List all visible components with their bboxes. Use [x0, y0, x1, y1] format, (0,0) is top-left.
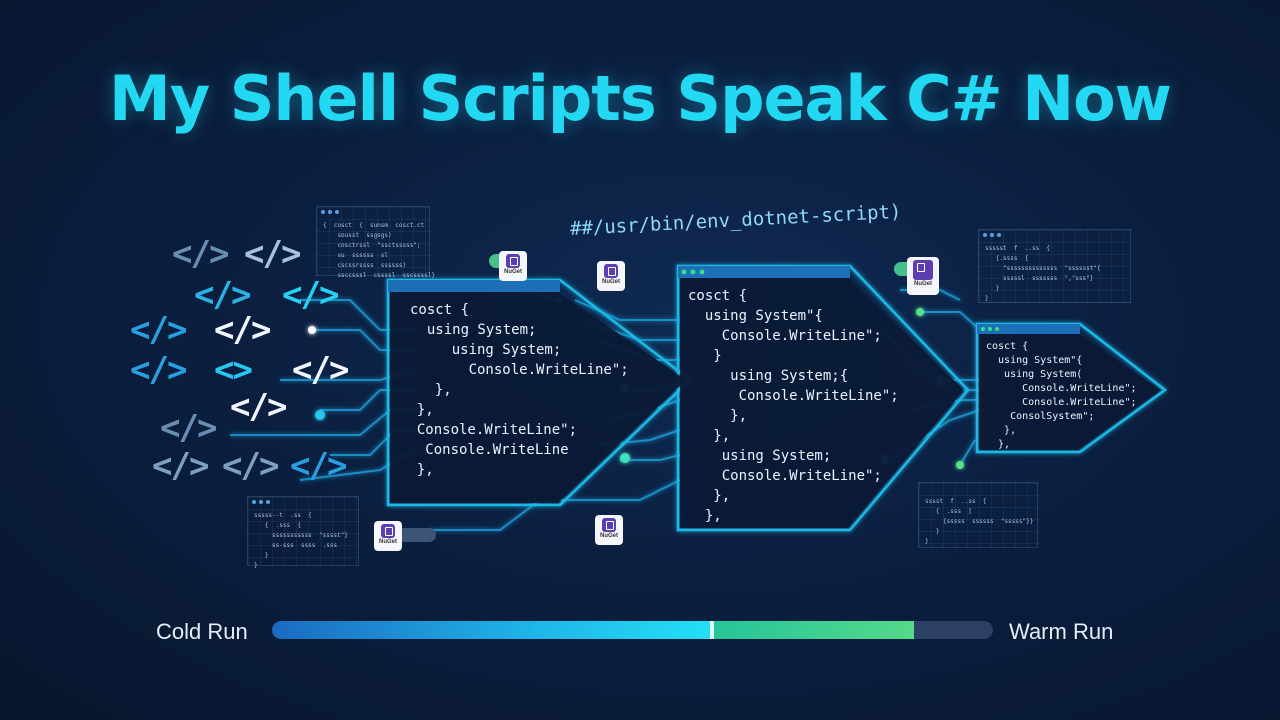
code-line: cosct { — [410, 302, 470, 318]
code-line: using System; — [410, 322, 537, 338]
code-line: Console.WriteLine — [400, 442, 569, 458]
code-tag-icon: </> — [244, 234, 301, 274]
panel-title-bars — [388, 266, 1080, 334]
panel-fills — [390, 278, 1161, 528]
code-line: Console.WriteLine"; — [986, 383, 1137, 394]
run-progress-bar — [272, 621, 993, 639]
nuget-logo-icon — [506, 254, 520, 268]
circuit-traces-left — [230, 299, 416, 481]
nuget-logo-icon — [381, 524, 395, 538]
mini-code-text: sssss--t .ss { { .sss { sssssssssss "sss… — [254, 512, 348, 569]
cold-run-fill — [272, 621, 712, 639]
nuget-label: NuGet — [379, 539, 397, 545]
window-dots — [321, 210, 339, 214]
code-line: using System"{ — [986, 355, 1083, 366]
window-dots — [983, 233, 1001, 237]
code-line: using System( — [986, 369, 1083, 380]
code-line: }, — [418, 382, 452, 398]
nuget-label: NuGet — [914, 281, 932, 287]
code-panel-3: cosct { using System"{ using System( Con… — [986, 340, 1137, 452]
code-line: Console.WriteLine"; — [688, 328, 882, 344]
nuget-label: NuGet — [602, 279, 620, 285]
code-line: }, — [688, 508, 722, 524]
nuget-logo-icon — [604, 264, 618, 278]
nuget-icon: NuGet — [597, 261, 625, 291]
code-line: } — [688, 348, 722, 364]
nuget-logo-icon — [913, 260, 933, 280]
code-tag-icon: </> — [130, 350, 187, 390]
code-tag-icon: <> — [214, 350, 253, 390]
code-line: }, — [688, 408, 748, 424]
code-tag-icon: </> — [214, 310, 271, 350]
code-tag-icon: </> — [222, 446, 279, 486]
mini-code-text: { cosct { sunsm cosct.ct sousst ssgsgs) … — [323, 222, 435, 279]
code-tag-icon: </> — [152, 446, 209, 486]
mini-code-window: sssst f ..ss { { .sss [ {sssss ssssss "s… — [918, 482, 1038, 548]
code-line: }, — [986, 425, 1017, 436]
code-line: cosct { — [688, 288, 748, 304]
code-panel-1: cosct { using System; using System; Cons… — [400, 300, 629, 480]
nuget-icon: NuGet — [374, 521, 402, 551]
code-line: Console.WriteLine"; — [986, 397, 1137, 408]
code-line: using System; — [418, 342, 562, 358]
code-line: ConsolSystem"; — [986, 411, 1095, 422]
code-tag-icon: </> — [172, 234, 229, 274]
mini-code-window: { cosct { sunsm cosct.ct sousst ssgsgs) … — [316, 206, 435, 279]
code-tag-icon: </> — [292, 350, 349, 390]
nuget-label: NuGet — [504, 269, 522, 275]
code-tag-icon: </> — [282, 275, 339, 315]
code-line: using System;{ — [688, 368, 849, 384]
nuget-label: NuGet — [600, 533, 618, 539]
code-line: }, — [400, 402, 434, 418]
nuget-icon: NuGet — [499, 251, 527, 281]
toggle-pill — [398, 528, 436, 542]
page-title: My Shell Scripts Speak C# Now — [109, 62, 1172, 135]
code-tag-icon: </> — [130, 310, 187, 350]
warm-run-fill — [711, 621, 914, 639]
code-line: }, — [688, 488, 731, 504]
nuget-icon: NuGet — [595, 515, 623, 545]
code-line: }, — [400, 462, 434, 478]
code-line: }, — [986, 439, 1011, 450]
code-panel-2: cosct { using System"{ Console.WriteLine… — [688, 286, 899, 526]
window-dots — [252, 500, 270, 504]
cold-run-label: Cold Run — [156, 619, 248, 644]
code-line: cosct { — [986, 341, 1029, 352]
progress-divider — [709, 621, 714, 639]
code-line: Console.WriteLine"; — [688, 388, 899, 404]
code-line: using System; — [688, 448, 832, 464]
warm-run-label: Warm Run — [1009, 619, 1114, 644]
mini-code-text: sssst f ..ss { { .sss [ {sssss ssssss "s… — [925, 498, 1034, 545]
code-line: Console.WriteLine"; — [688, 468, 882, 484]
code-tag-icon: </> — [290, 446, 347, 486]
code-tag-icon: </> — [230, 387, 287, 427]
nuget-logo-icon — [602, 518, 616, 532]
nuget-icon: NuGet — [907, 257, 939, 295]
code-line: }, — [688, 428, 731, 444]
code-line: Console.WriteLine"; — [418, 362, 629, 378]
code-line: Console.WriteLine"; — [400, 422, 578, 438]
mini-code-window: ssssst f ..ss { {.ssss { "ssssssssssssss… — [978, 229, 1131, 303]
mini-code-text: ssssst f ..ss { {.ssss { "ssssssssssssss… — [985, 245, 1101, 302]
code-tag-icon: </> — [160, 408, 217, 448]
mini-code-window: sssss--t .ss { { .sss { sssssssssss "sss… — [247, 496, 359, 569]
code-tag-icon: </> — [194, 275, 251, 315]
code-line: using System"{ — [688, 308, 823, 324]
